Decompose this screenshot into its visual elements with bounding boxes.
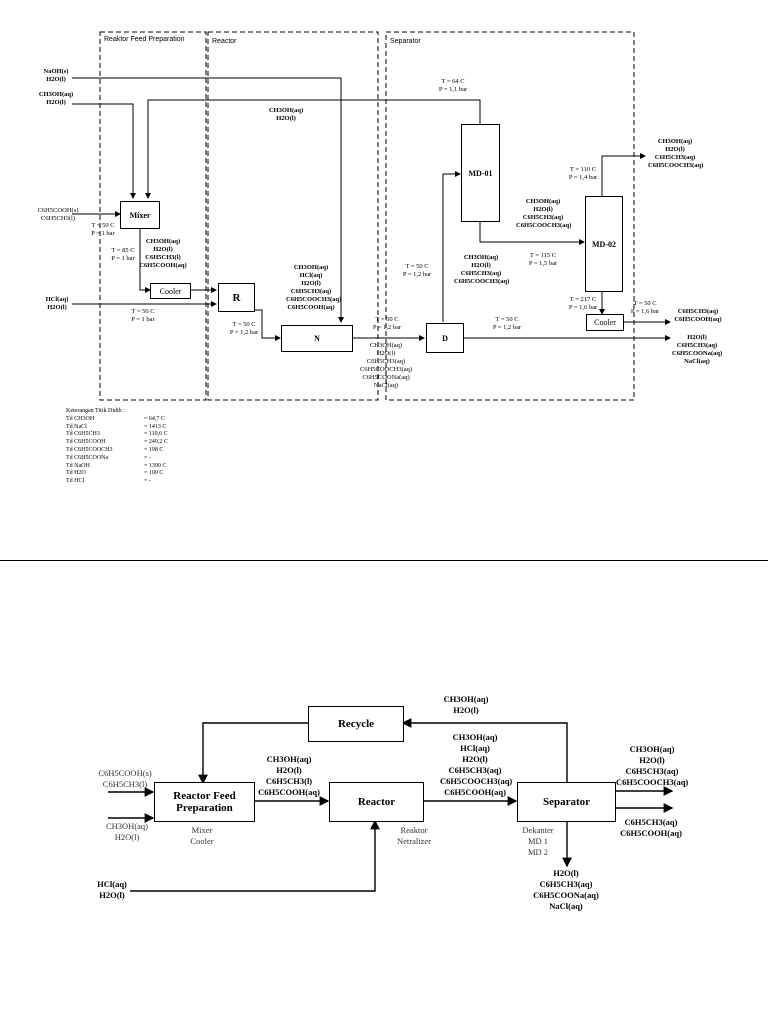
decanter-d-unit: D: [426, 323, 464, 353]
md02-top-stream: CH3OH(aq)H2O(l)C6H5CH3(aq)C6H5COOCH3(aq): [648, 138, 704, 169]
legend-title: Keterangan Titik Didih :: [66, 408, 125, 414]
legend-row: Td NaCl= 1413 C: [66, 423, 167, 430]
zone-separator-label: Separator: [390, 38, 421, 45]
r-out-stream: CH3OH(aq)HCl(aq)H2O(l)C6H5CH3(aq)C6H5COO…: [286, 264, 342, 311]
recycle-block: Recycle: [308, 706, 404, 742]
legend-row: Td HCl= -: [66, 478, 151, 485]
separator-sublabel: Dekanter MD 1 MD 2: [522, 825, 554, 857]
cooler-unit: Cooler: [150, 283, 191, 299]
legend-row: Td C6H5COOH= 249,2 C: [66, 439, 168, 446]
separator-block: Separator: [517, 782, 616, 822]
reactor-out-stream: CH3OH(aq)HCl(aq)H2O(l)C6H5CH3(aq)C6H5COO…: [440, 732, 513, 797]
legend-row: Td C6H5COONa= -: [66, 454, 151, 461]
recycle-stream-label: CH3OH(aq)H2O(l): [268, 107, 304, 122]
n-out-stream: CH3OH(aq)H2O(l)C6H5CH3(aq)C6H5COOCH3(aq)…: [360, 342, 412, 389]
zone-feed-prep: [99, 31, 207, 401]
reactor-feed-preparation-block: Reactor Feed Preparation: [154, 782, 255, 822]
feed-input-2-label: CH3OH(aq)H2O(l): [105, 821, 149, 842]
product-stream: C6H5CH3(aq)C6H5COOH(aq): [674, 308, 722, 323]
legend-row: Td H2O= 100 C: [66, 470, 164, 477]
hcl-input-label: HCl(aq)H2O(l): [45, 296, 69, 311]
neutralizer-n-unit: N: [281, 325, 353, 352]
naoh-input-label: NaOH(s)H2O(l): [43, 68, 69, 83]
boiling-point-legend: Keterangan Titik Didih : Td CH3OH= 64,7 …: [66, 408, 168, 486]
ch3oh-input-label: CH3OH(aq)H2O(l): [38, 91, 74, 106]
flow-diagram-lines: [72, 31, 671, 401]
zone-feed-prep-label: Reaktor Feed Preparation: [104, 36, 185, 43]
reactor-r-unit: R: [218, 283, 255, 312]
reactor-sublabel: Reaktor Netralizer: [397, 825, 431, 846]
legend-row: Td CH3OH= 64,7 C: [66, 415, 165, 422]
md01-bottom-stream: CH3OH(aq)H2O(l)C6H5CH3(aq)C6H5COOCH3(aq): [516, 198, 572, 229]
zone-reactor: [207, 31, 379, 401]
feed-input-1-label: C6H5COOH(s)C6H5CH3(l): [98, 768, 152, 789]
separator-out-bottom-stream: H2O(l)C6H5CH3(aq)C6H5COONa(aq)NaCl(aq): [533, 868, 599, 911]
md-01-column: MD-01: [461, 124, 500, 222]
c6h5-input-label: C6H5COOH(s)C6H5CH3(l): [37, 207, 79, 222]
page-divider: [0, 560, 768, 561]
zone-reactor-label: Reactor: [212, 38, 237, 45]
legend-row: Td NaOH= 1390 C: [66, 462, 167, 469]
cooler-2-unit: Cooler: [586, 314, 624, 331]
separator-out-mid-stream: C6H5CH3(aq)C6H5COOH(aq): [620, 817, 682, 838]
feed-sublabel: Mixer Cooler: [190, 825, 214, 846]
waste-stream: H2O(l)C6H5CH3(aq)C6H5COONa(aq)NaCl(aq): [672, 334, 723, 365]
feed-out-stream: CH3OH(aq)H2O(l)C6H5CH3(l)C6H5COOH(aq): [258, 754, 320, 797]
legend-row: Td C6H5CH3= 110,6 C: [66, 431, 168, 438]
mixer-unit: Mixer: [120, 201, 160, 229]
recycle-stream-label: CH3OH(aq)H2O(l): [443, 694, 489, 715]
hcl-input-label: HCl(aq)H2O(l): [97, 879, 127, 900]
legend-row: Td C6H5COOCH3= 198 C: [66, 446, 164, 453]
md-02-column: MD-02: [585, 196, 623, 292]
separator-out-top-stream: CH3OH(aq)H2O(l)C6H5CH3(aq)C6H5COOCH3(aq): [616, 744, 689, 787]
mixer-out-stream: CH3OH(aq)H2O(l)C6H5CH3(l)C6H5COOH(aq): [139, 238, 187, 269]
d-top-stream: CH3OH(aq)H2O(l)C6H5CH3(aq)C6H5COOCH3(aq): [454, 254, 510, 285]
reactor-block: Reactor: [329, 782, 424, 822]
zone-separator: [385, 31, 635, 401]
